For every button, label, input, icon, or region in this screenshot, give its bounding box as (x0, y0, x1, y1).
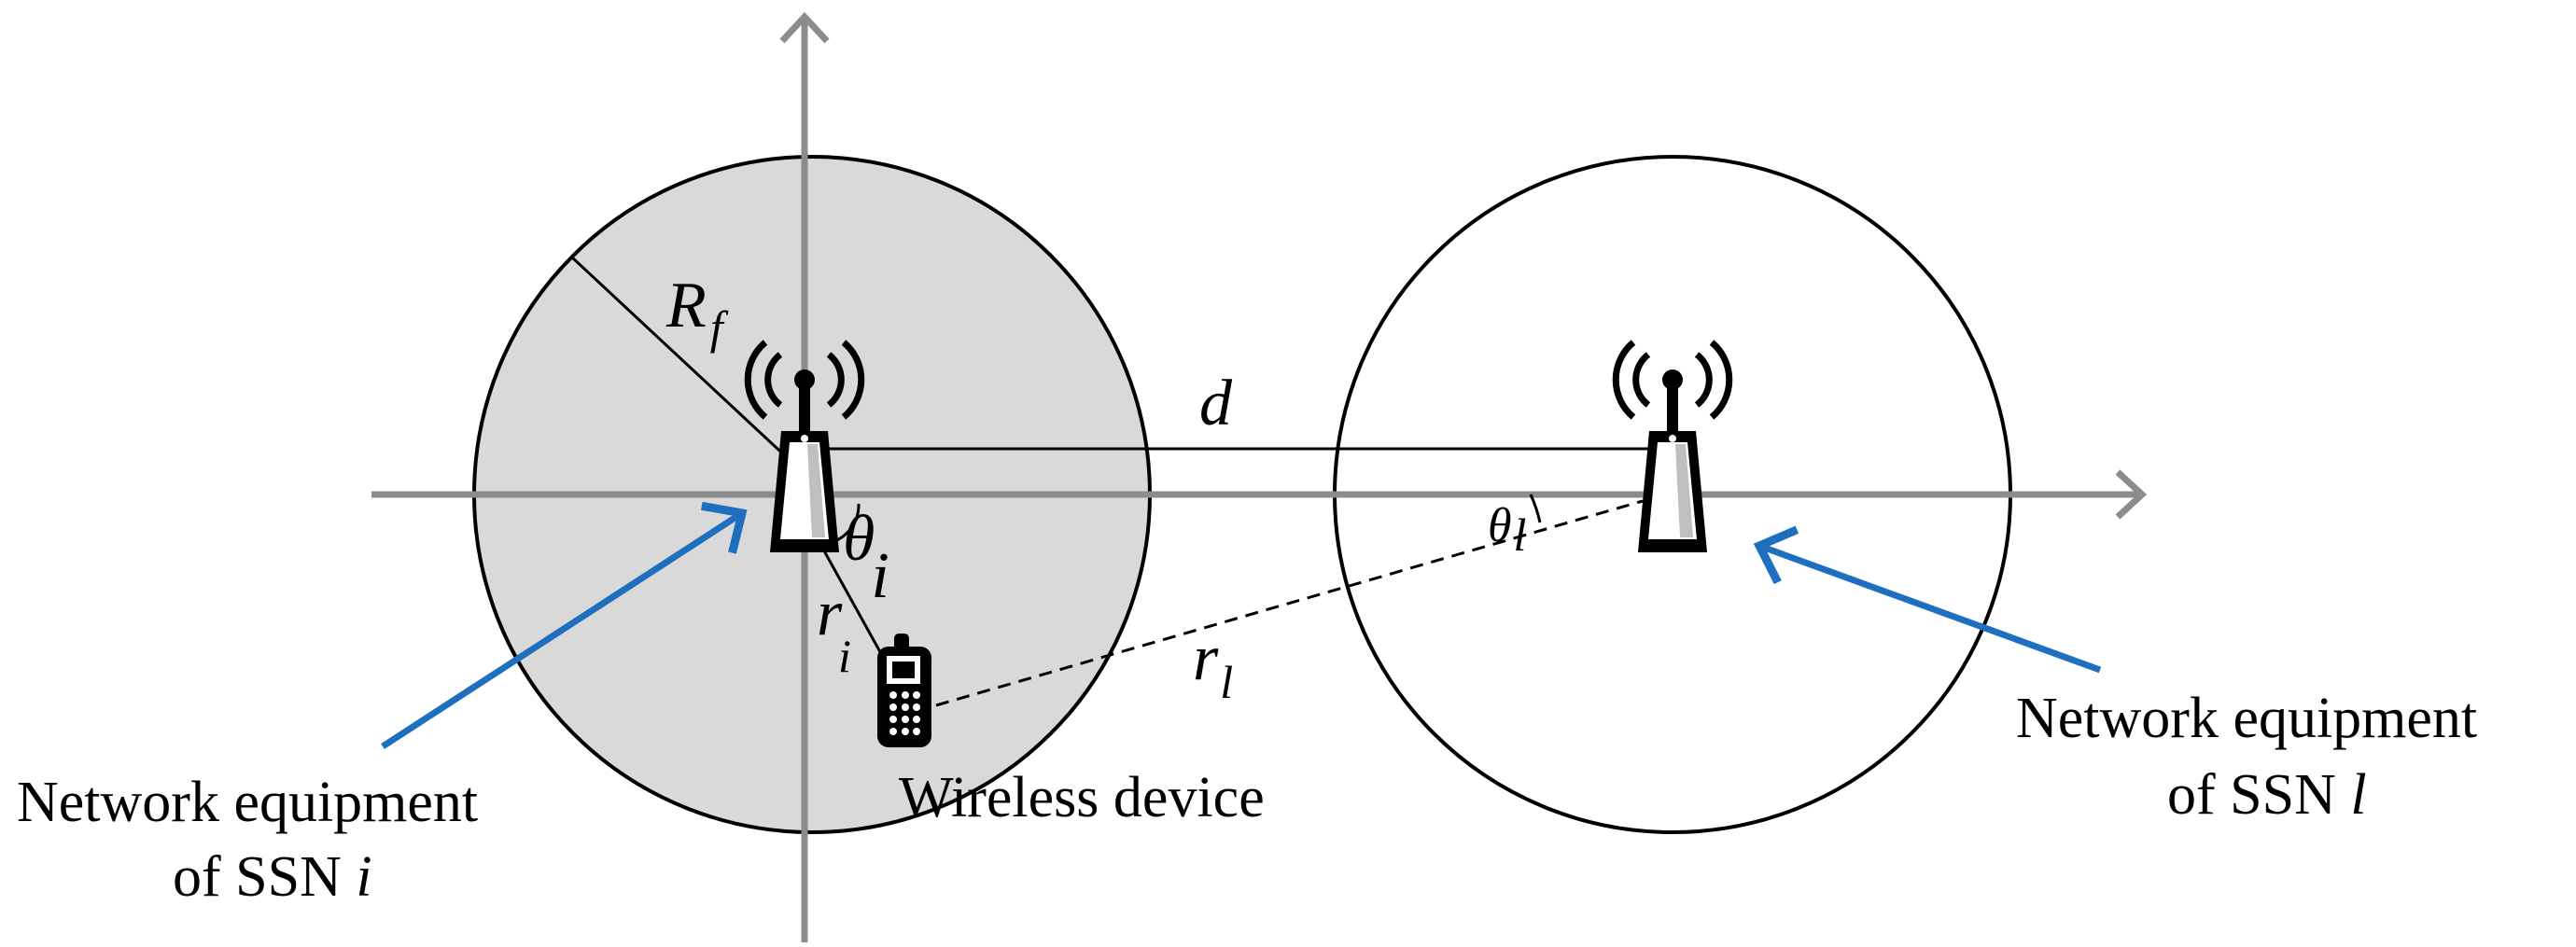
pointer-arrow-ssn-i (381, 501, 748, 749)
angle-arc-l (1529, 494, 1542, 523)
pointer-arrow-ssn-l (1753, 525, 2102, 674)
ssn-i-caption-line2: of SSN i (173, 845, 372, 909)
ssn-l-caption-line2: of SSN l (2167, 763, 2367, 827)
interference-distance-label: rl (1193, 622, 1233, 708)
mobile-phone-icon (877, 634, 931, 747)
radius-line (569, 255, 806, 476)
device-link-line (819, 545, 890, 668)
wireless-device-caption: Wireless device (899, 766, 1265, 829)
ssn-i-caption-line1: Network equipment (17, 771, 478, 834)
distance-label: d (1199, 368, 1233, 439)
interference-link-line (935, 499, 1644, 707)
ssn-l-caption-line1: Network equipment (2016, 687, 2477, 750)
angle-l-label: θl (1488, 499, 1526, 561)
